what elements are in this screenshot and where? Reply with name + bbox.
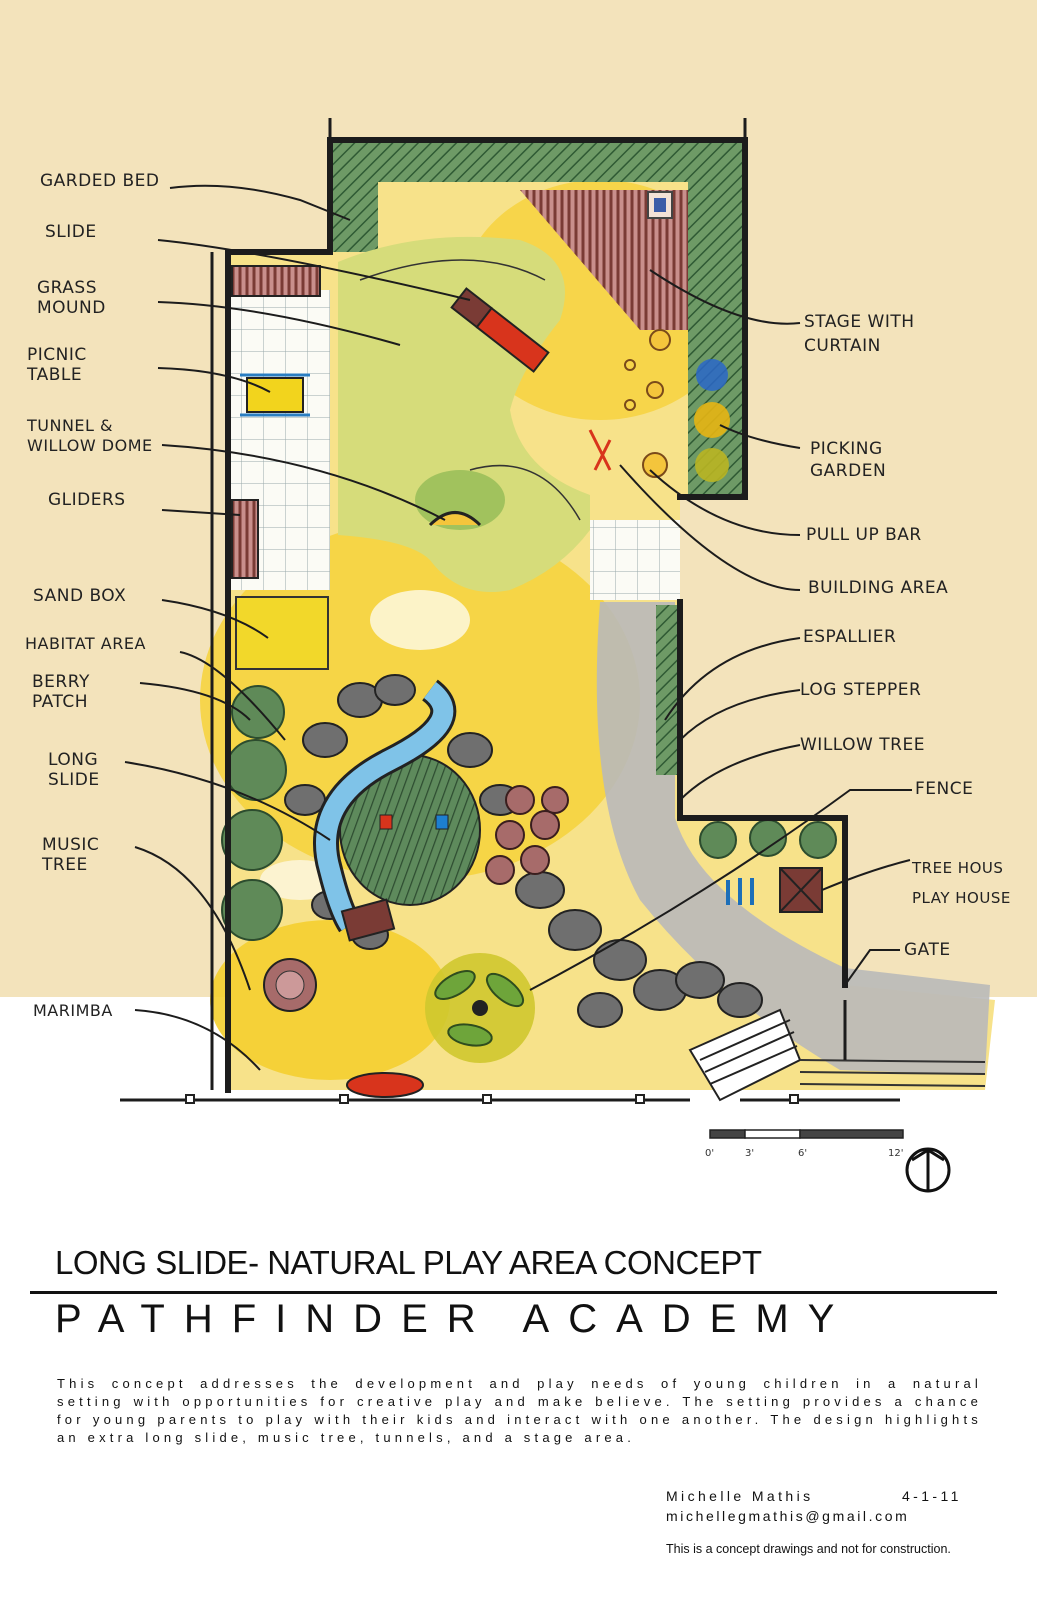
label-marimba: MARIMBA (33, 1001, 113, 1020)
concept-title: LONG SLIDE- NATURAL PLAY AREA CONCEPT (55, 1244, 762, 1281)
label-fence: FENCE (915, 779, 974, 799)
site-plan (120, 118, 995, 1193)
red-glider (346, 1072, 424, 1098)
label-berry-patch: BERRY PATCH (32, 672, 90, 712)
grass-mound (338, 236, 590, 592)
disclaimer: This is a concept drawings and not for c… (666, 1542, 951, 1556)
description: This concept addresses the development a… (57, 1376, 982, 1445)
label-log-stepper: LOG STEPPER (800, 680, 922, 700)
stage-deck (520, 190, 688, 330)
label-building-area: BUILDING AREA (808, 578, 949, 598)
scale-mark-3: 3' (745, 1148, 755, 1159)
author-name: Michelle Mathis (666, 1488, 814, 1504)
title-rule (30, 1291, 997, 1294)
label-habitat-area: HABITAT AREA (25, 634, 146, 653)
north-arrow-icon (905, 1147, 951, 1193)
scale-mark-6: 6' (798, 1148, 808, 1159)
label-espallier: ESPALLIER (803, 627, 897, 647)
label-gate: GATE (904, 940, 951, 960)
label-garden-bed: GARDED BED (40, 171, 160, 191)
label-music-tree: MUSIC TREE (42, 835, 100, 875)
gliders-shape (231, 499, 259, 579)
scale-bar (709, 1129, 904, 1139)
label-sand-box: SAND BOX (33, 586, 127, 606)
label-tree-house: TREE HOUS PLAY HOUSE (912, 859, 1011, 907)
scale-mark-0: 0' (705, 1148, 715, 1159)
label-stage: STAGE WITH CURTAIN (804, 312, 915, 356)
label-pull-up-bar: PULL UP BAR (806, 525, 922, 545)
label-tunnel-willow-dome: TUNNEL & WILLOW DOME (27, 416, 153, 455)
school-title: PATHFINDER ACADEMY (55, 1297, 854, 1341)
sand-box-shape (235, 596, 329, 670)
label-gliders: GLIDERS (48, 490, 126, 510)
label-grass-mound: GRASS MOUND (37, 278, 106, 318)
label-picnic-table: PICNIC TABLE (27, 345, 87, 385)
label-slide: SLIDE (45, 222, 97, 242)
author-email: michellegmathis@gmail.com (666, 1508, 910, 1524)
path (596, 602, 990, 1075)
label-picking-garden: PICKING GARDEN (810, 439, 887, 481)
label-long-slide: LONG SLIDE (48, 750, 100, 790)
label-willow-tree: WILLOW TREE (800, 735, 925, 755)
date: 4-1-11 (902, 1488, 962, 1504)
scale-mark-12: 12' (888, 1148, 904, 1159)
picnic-table-shape (246, 377, 304, 413)
